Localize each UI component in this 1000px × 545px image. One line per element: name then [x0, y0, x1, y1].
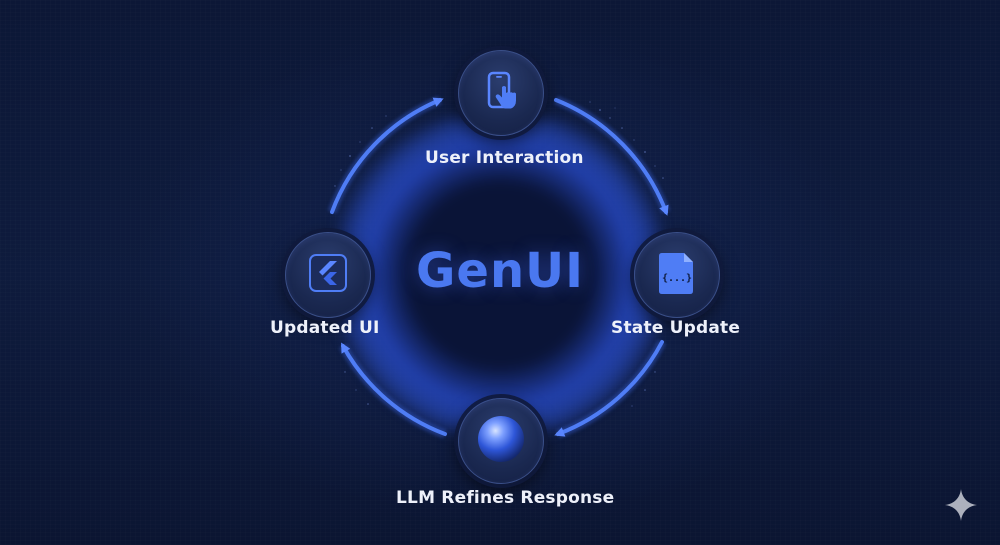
node-user-interaction — [458, 50, 544, 136]
node-state-update: {...} — [634, 232, 720, 318]
label-state-update: State Update — [611, 318, 741, 338]
arrow-updated-to-user — [330, 97, 444, 214]
node-updated-ui — [285, 232, 371, 318]
phone-tap-icon — [479, 69, 523, 117]
json-file-icon: {...} — [657, 251, 697, 299]
label-user-interaction: User Interaction — [425, 148, 584, 168]
arrow-state-to-llm — [554, 340, 664, 437]
sphere-icon — [475, 413, 527, 469]
particle-dust — [334, 101, 664, 407]
svg-text:{...}: {...} — [662, 273, 692, 284]
diagram-title: GenUI — [416, 243, 584, 299]
flutter-icon — [308, 253, 348, 297]
arrow-user-to-state — [554, 98, 669, 216]
arrow-llm-to-updated — [341, 342, 447, 436]
label-updated-ui: Updated UI — [270, 318, 380, 338]
center-glow-ring — [330, 110, 670, 440]
label-llm-refines-response: LLM Refines Response — [396, 488, 615, 508]
sparkle-icon — [944, 488, 978, 526]
node-llm-refines-response — [458, 398, 544, 484]
